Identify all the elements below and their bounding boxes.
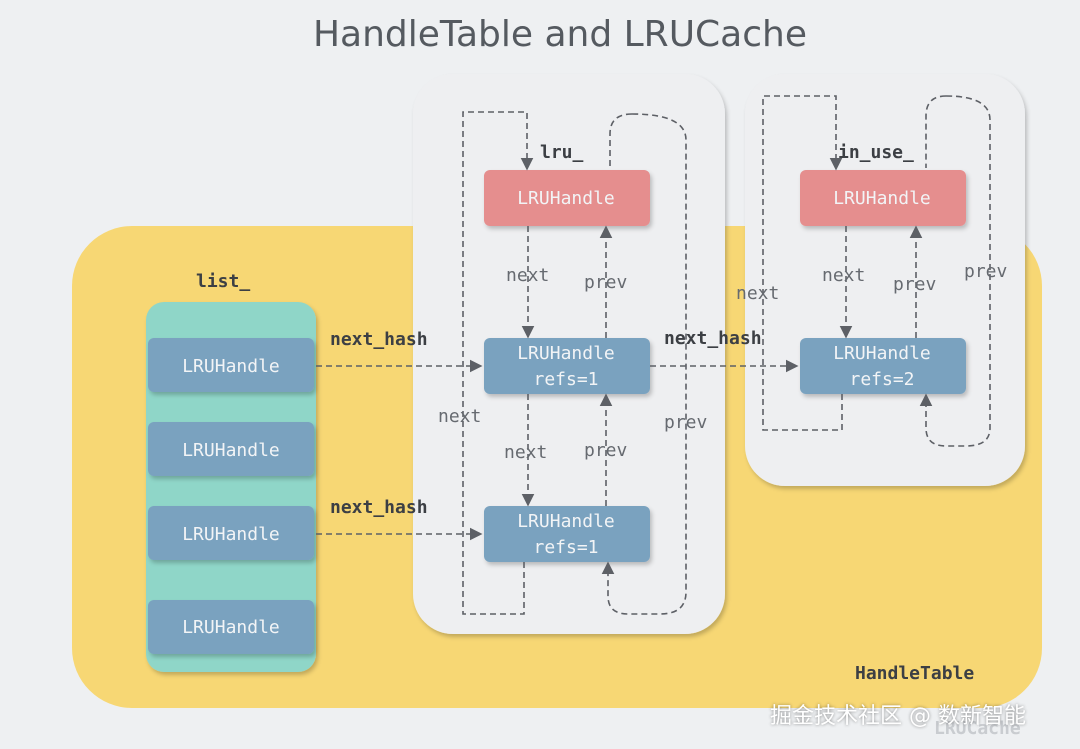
list-label: list_ <box>196 271 250 292</box>
next-hash-label-1: next_hash <box>330 329 428 350</box>
lru-label: lru_ <box>540 142 584 163</box>
svg-text:refs=1: refs=1 <box>533 369 598 390</box>
in-use-next-wrap-edge <box>762 95 843 431</box>
in-use-next-label: next <box>822 265 865 286</box>
svg-text:LRUHandle: LRUHandle <box>182 356 280 377</box>
list-item: LRUHandle <box>148 506 314 560</box>
lru-next-label-1: next <box>506 265 549 286</box>
lru-cache-label: LRUCache <box>934 718 1021 739</box>
svg-text:LRUHandle: LRUHandle <box>517 188 615 209</box>
lru-node-2: LRUHandle refs=1 <box>484 506 650 562</box>
handle-table-label: HandleTable <box>855 663 974 684</box>
diagram-title: HandleTable and LRUCache <box>313 14 807 55</box>
in-use-node-1: LRUHandle refs=2 <box>800 338 966 394</box>
list-column <box>146 302 316 672</box>
list-item: LRUHandle <box>148 600 314 654</box>
in-use-head-node: LRUHandle <box>800 170 966 226</box>
svg-text:LRUHandle: LRUHandle <box>833 343 931 364</box>
in-use-label: in_use_ <box>838 142 914 163</box>
lru-next-label-2: next <box>504 442 547 463</box>
svg-text:LRUHandle: LRUHandle <box>182 440 280 461</box>
in-use-prev-label: prev <box>893 274 936 295</box>
lru-next-wrap-edge <box>462 111 534 615</box>
list-item: LRUHandle <box>148 422 314 476</box>
lru-node-1: LRUHandle refs=1 <box>484 338 650 394</box>
lru-prev-label-1: prev <box>584 272 627 293</box>
in-use-prev-wrap-edge <box>919 95 991 447</box>
watermark: 掘金技术社区 @ 数新智能 <box>770 704 1026 729</box>
svg-text:LRUHandle: LRUHandle <box>833 188 931 209</box>
svg-text:LRUHandle: LRUHandle <box>517 343 615 364</box>
list-item: LRUHandle <box>148 338 314 392</box>
lru-prev-label-2: prev <box>584 440 627 461</box>
lru-wrap-prev-label: prev <box>664 412 707 433</box>
lru-prev-wrap-edge-top <box>609 113 633 168</box>
in-use-wrap-prev-label: prev <box>964 261 1007 282</box>
lru-head-node: LRUHandle <box>484 170 650 226</box>
svg-text:LRUHandle: LRUHandle <box>182 524 280 545</box>
svg-text:LRUHandle: LRUHandle <box>517 511 615 532</box>
svg-text:LRUHandle: LRUHandle <box>182 617 280 638</box>
svg-text:refs=1: refs=1 <box>533 537 598 558</box>
svg-text:refs=2: refs=2 <box>849 369 914 390</box>
next-hash-label-2: next_hash <box>330 497 428 518</box>
next-hash-label-3: next_hash <box>664 328 762 349</box>
in-use-prev-wrap-edge-top <box>925 95 947 168</box>
lru-prev-wrap-edge <box>601 113 687 615</box>
lru-wrap-next-label: next <box>438 406 481 427</box>
in-use-wrap-next-label: next <box>736 283 779 304</box>
